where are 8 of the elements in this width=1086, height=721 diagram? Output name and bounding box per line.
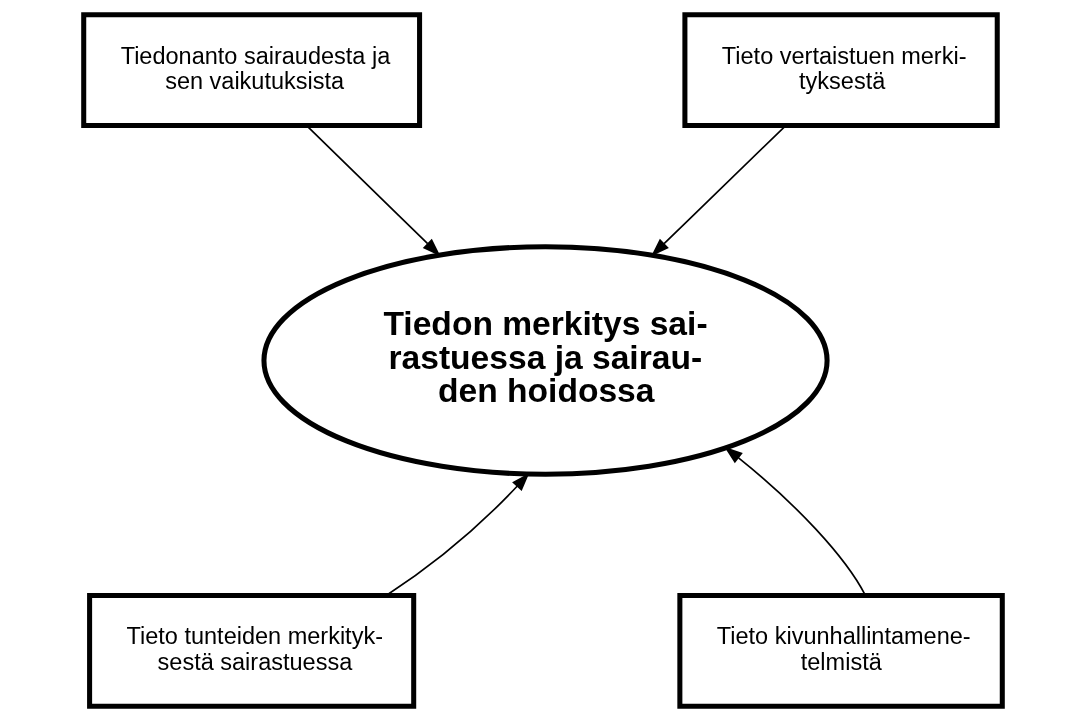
node-box: Tieto kivunhallintamene- telmistä [677, 592, 1005, 709]
node-box: Tieto vertaistuen merki- tyksestä [682, 12, 1000, 129]
node-ellipse: Tiedon merkitys sai- rastuessa ja sairau- den hoidossa [261, 244, 830, 477]
arrow [651, 125, 787, 257]
arrow [724, 446, 867, 596]
arrow [306, 125, 441, 257]
node-box: Tiedonanto sairaudesta ja sen vaikutuksista [81, 12, 423, 129]
node-box: Tieto tunteiden merkityk- sestä sairastuessa [87, 592, 417, 709]
